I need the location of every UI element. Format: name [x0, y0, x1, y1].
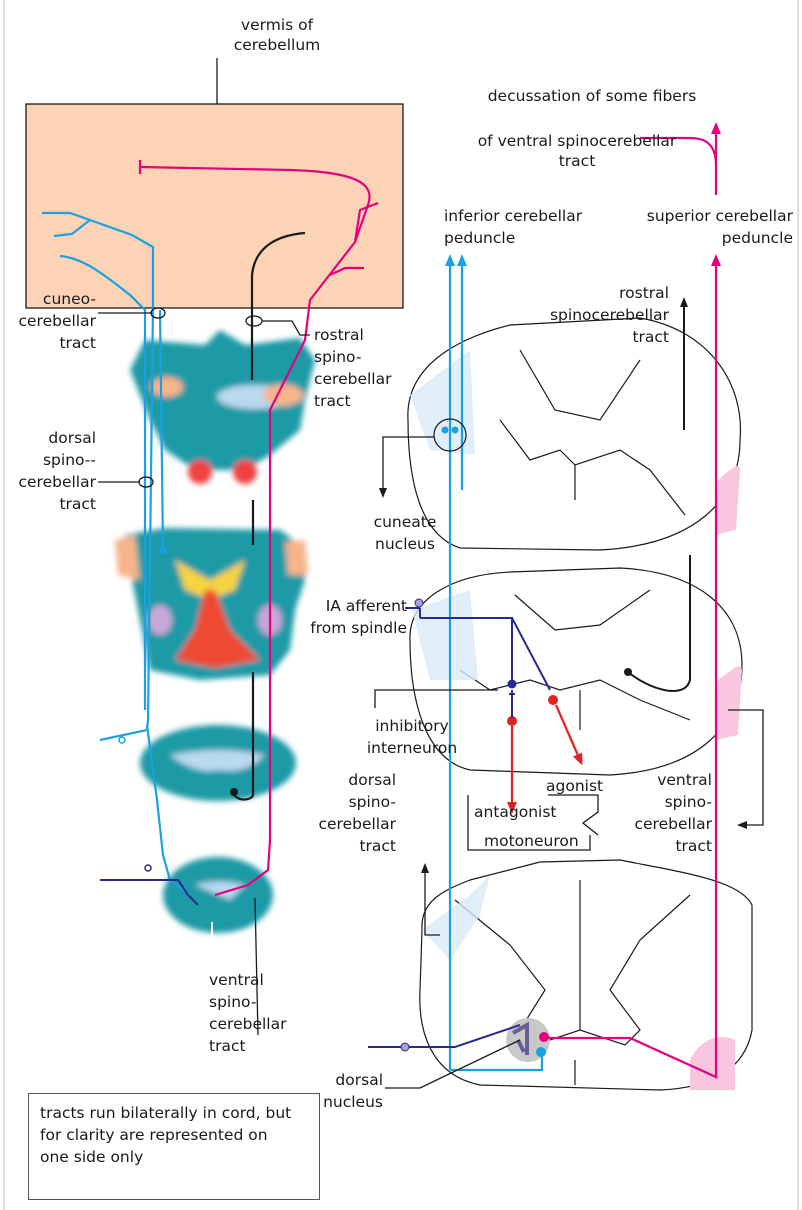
medulla-orange-right — [263, 384, 303, 406]
caption-note: tracts run bilaterally in cord, but for … — [28, 1093, 320, 1200]
dorsal-nucleus-blue-dot — [536, 1047, 546, 1057]
upper-cord-blue-dot — [159, 546, 167, 554]
label-motoneuron: motoneuron — [484, 832, 579, 850]
caption-line: for clarity are represented on — [40, 1124, 307, 1146]
dorsal-nucleus-pink-dot — [539, 1032, 549, 1042]
upper-cord-orange-right — [285, 540, 308, 575]
medulla-red-left — [188, 460, 212, 484]
cuneate-dot-2 — [452, 427, 459, 434]
label-antagonist: antagonist — [474, 803, 557, 821]
interneuron-body — [508, 680, 517, 689]
agonist-motoneuron-body — [548, 695, 558, 705]
left-navy-bulb — [145, 865, 151, 871]
caption-line: tracts run bilaterally in cord, but — [40, 1102, 307, 1124]
mid-cord-black-terminal — [230, 788, 238, 796]
afferent-bulb-mid — [119, 737, 125, 743]
leader-rostral-left — [262, 321, 310, 335]
bottom-afferent-bulb — [401, 1043, 409, 1051]
caption-line: one side only — [40, 1146, 307, 1168]
ia-afferent-bulb — [415, 599, 423, 607]
leader-rostral-ring — [246, 316, 262, 326]
label-agonist: agonist — [546, 777, 603, 795]
upper-cord-purple-left — [148, 605, 172, 635]
cerebellum-box — [26, 104, 403, 308]
mid-black-terminal — [624, 668, 632, 676]
medulla-red-right — [233, 460, 257, 484]
cuneate-dot-1 — [442, 427, 449, 434]
medulla-orange-left — [151, 377, 183, 397]
